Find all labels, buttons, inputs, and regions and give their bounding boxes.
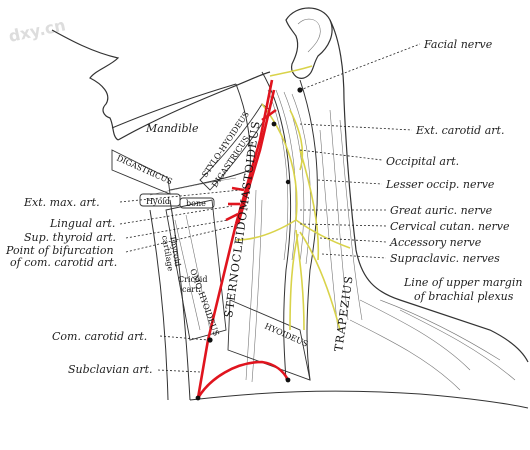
label-ext-max: Ext. max. art. (23, 196, 100, 209)
inner-labels: DIGASTRICUS STYLO-HYOIDEUS DIGASTRICUS H… (115, 110, 355, 353)
mandible-ramus (149, 83, 251, 196)
external-carotid-artery (234, 79, 274, 225)
left-labels: Mandible Ext. max. art. Lingual art. Sup… (5, 122, 241, 376)
ext-max-branch (231, 186, 245, 192)
label-digastricus: DIGASTRICUS (115, 154, 174, 187)
occipital-branch (261, 108, 277, 122)
sup-thyroid-branch (225, 212, 239, 222)
label-occipital: Occipital art. (386, 155, 459, 168)
label-bone: bone (186, 199, 206, 208)
label-hyoid: Hyoid (146, 197, 170, 206)
sternocleidomastoid-muscle (245, 71, 318, 383)
label-com-carotid: Com. carotid art. (52, 330, 147, 343)
label-ext-carotid: Ext. carotid art. (415, 124, 504, 137)
face-outline (51, 29, 271, 141)
label-accessory: Accessory nerve (389, 236, 482, 249)
label-bifurcation-2: of com. carotid art. (10, 256, 117, 269)
internal-carotid-artery (236, 89, 276, 225)
label-subclavian: Subclavian art. (68, 363, 153, 376)
label-brachial-line-2: of brachial plexus (414, 290, 514, 303)
right-labels: Facial nerve Ext. carotid art. Occipital… (299, 38, 522, 303)
label-bifurcation-1: Point of bifurcation (5, 244, 114, 257)
label-cervical-cutan: Cervical cutan. nerve (390, 220, 510, 233)
label-cricoid-1: Cricoid (178, 275, 207, 284)
nerves (235, 65, 351, 331)
label-mandible: Mandible (145, 122, 199, 135)
label-great-auric: Great auric. nerve (390, 204, 493, 217)
label-lingual: Lingual art. (49, 217, 115, 230)
subclavian-artery (196, 360, 290, 399)
label-facial-nerve: Facial nerve (423, 38, 493, 51)
trapezius-muscle (319, 109, 516, 391)
label-sup-thyroid: Sup. thyroid art. (24, 231, 116, 244)
marker-points (195, 87, 303, 401)
label-cricoid-2: cart. (182, 285, 201, 294)
label-lesser-occip: Lesser occip. nerve (385, 178, 495, 191)
strap-muscles (165, 199, 311, 381)
label-hyoideus: HYOIDEUS (263, 322, 309, 349)
watermark: dxy.cn (7, 15, 67, 46)
label-supraclavic: Supraclavic. nerves (390, 252, 500, 265)
label-brachial-line-1: Line of upper margin (403, 276, 522, 289)
